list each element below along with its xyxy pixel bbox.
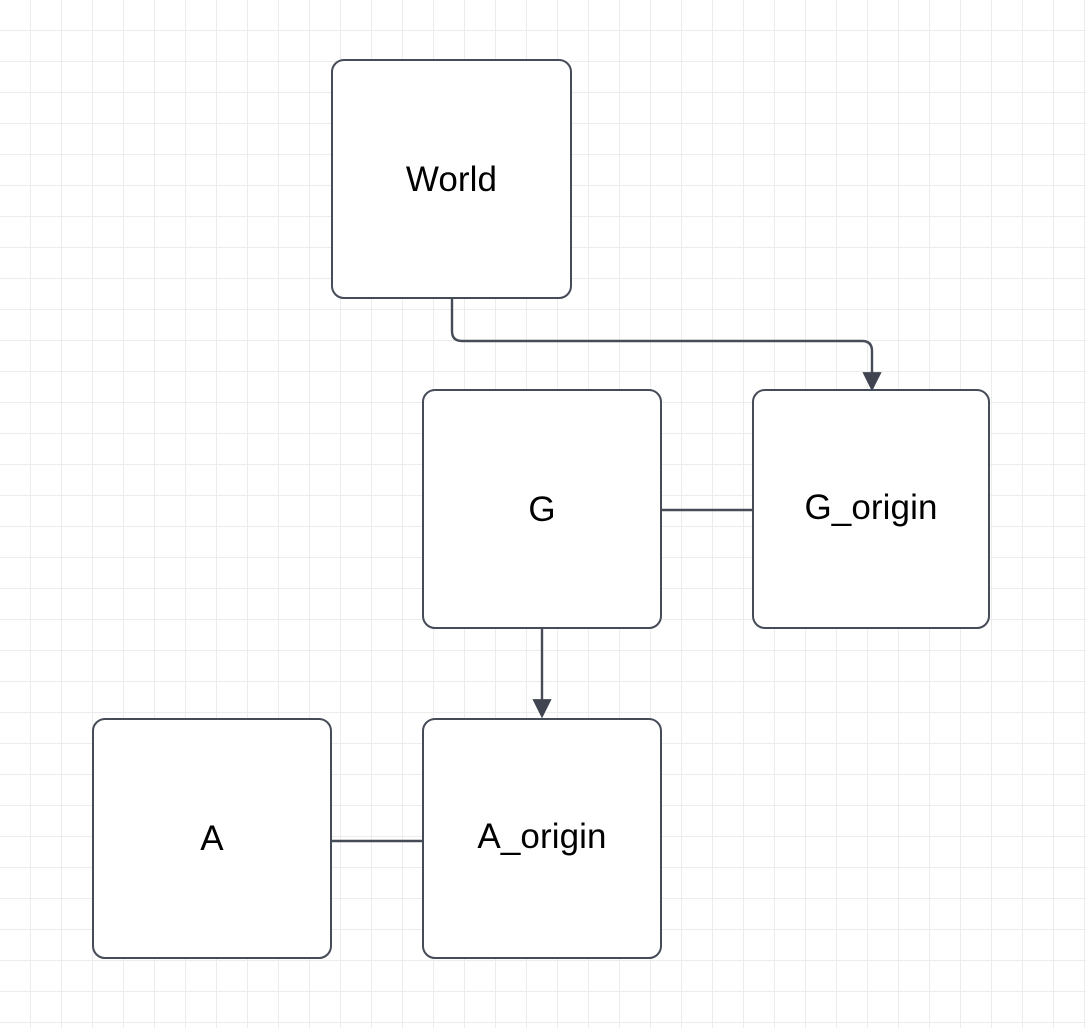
node-g-origin[interactable]: G_origin — [752, 389, 990, 629]
node-label-g-origin: G_origin — [804, 487, 938, 527]
node-g[interactable]: G — [422, 389, 662, 629]
node-label-world: World — [405, 159, 498, 199]
node-label-a: A — [200, 819, 224, 858]
node-label-a-origin: A_origin — [477, 817, 607, 856]
node-label-g: G — [528, 489, 556, 529]
node-a[interactable]: A — [92, 718, 332, 959]
edge-world-to-g-origin[interactable] — [450, 299, 882, 392]
node-world[interactable]: World — [331, 59, 572, 299]
node-a-origin[interactable]: A_origin — [422, 718, 662, 959]
